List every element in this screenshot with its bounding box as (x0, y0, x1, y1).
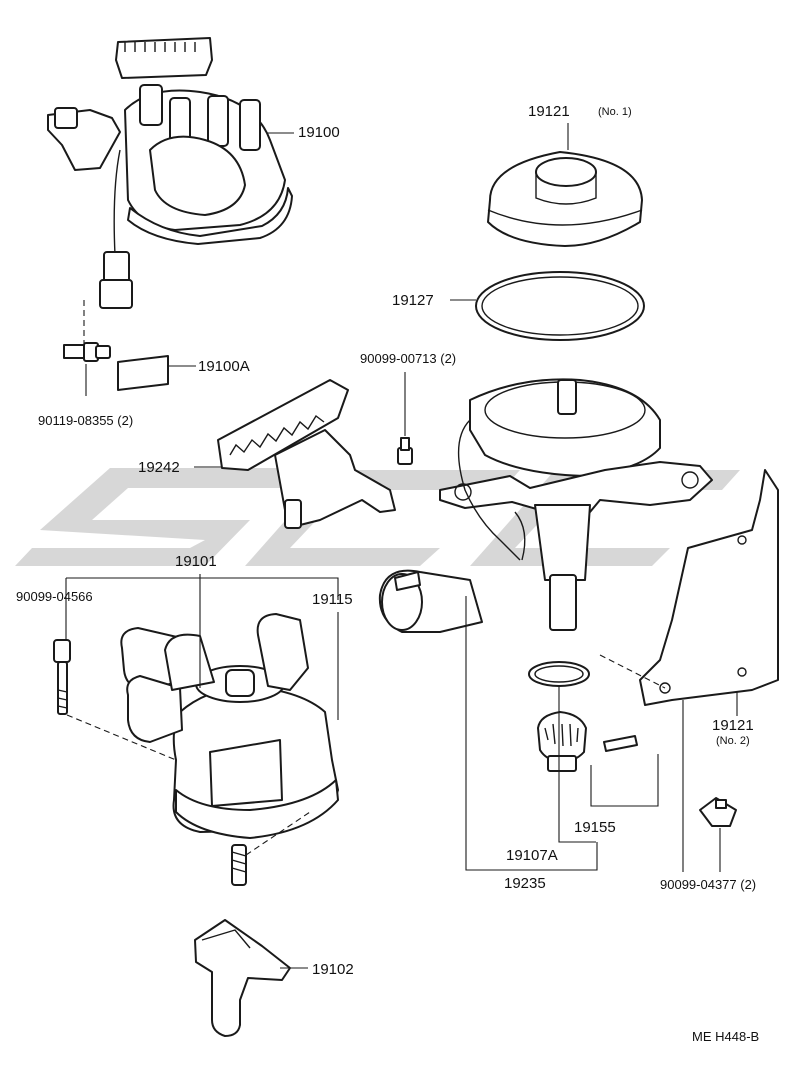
label-90099-04566: 90099-04566 (16, 589, 93, 604)
leader-lines (65, 123, 738, 969)
label-19242: 19242 (138, 459, 180, 476)
screw-90099-04566 (53, 639, 71, 715)
rotor-19102 (194, 919, 291, 1037)
bracket-19242 (217, 379, 396, 529)
bolt-90119-08355 (63, 342, 111, 362)
gear-19155 (537, 711, 638, 772)
label-19121-no2: 19121 (712, 717, 754, 734)
label-19100A: 19100A (198, 358, 250, 375)
vacuum-advance-unit (378, 569, 483, 633)
plate-19100A (117, 355, 169, 391)
distributor-cap-19101 (120, 613, 339, 839)
bracket-19121-no2 (639, 469, 779, 706)
label-90099-00713: 90099-00713 (2) (360, 351, 457, 366)
footer-code: ME H448-B (692, 1029, 760, 1044)
label-no1: (No. 1) (598, 106, 632, 118)
spring-dash-line (245, 811, 311, 856)
screw-90099-04377 (699, 797, 737, 827)
distributor-assembly-19100 (47, 37, 293, 309)
carbon-brush-spring (231, 844, 247, 886)
label-19121-no1: 19121 (528, 103, 570, 120)
label-19101: 19101 (175, 553, 217, 570)
label-19155: 19155 (574, 819, 616, 836)
cover-19121-no1 (487, 151, 643, 247)
oring-19107A (528, 661, 590, 687)
label-19235: 19235 (504, 875, 546, 892)
label-19107A: 19107A (506, 847, 558, 864)
label-90099-04377: 90099-04377 (2) (660, 877, 757, 892)
screw-90099-00713 (397, 437, 413, 465)
label-19127: 19127 (392, 292, 434, 309)
distributor-housing (439, 378, 713, 631)
label-19100: 19100 (298, 124, 340, 141)
label-19115: 19115 (312, 591, 353, 608)
label-19102: 19102 (312, 961, 354, 978)
o-ring-19127 (475, 271, 645, 341)
mount-dash-line (599, 654, 666, 689)
label-90119-08355: 90119-08355 (2) (38, 413, 134, 428)
label-no2: (No. 2) (716, 735, 750, 747)
